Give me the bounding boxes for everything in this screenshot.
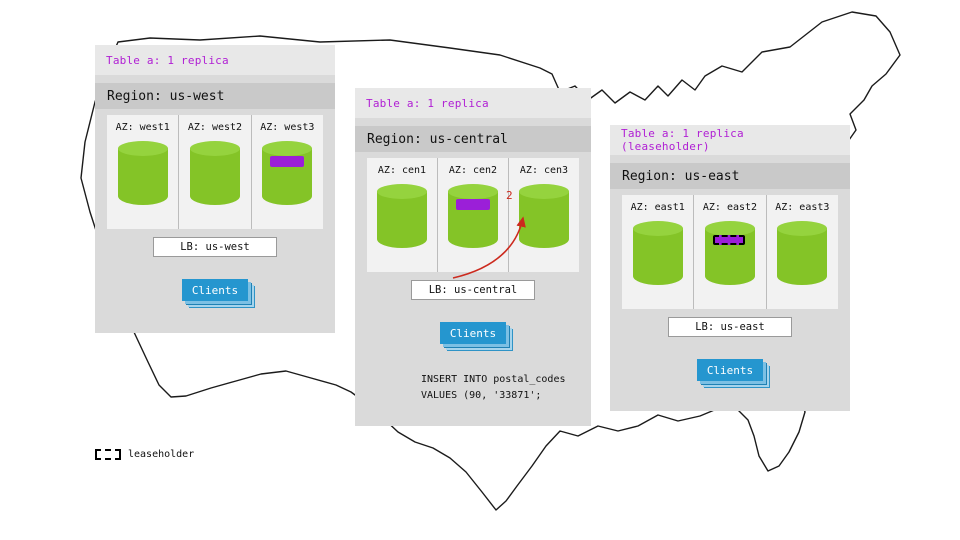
az-label-east2: AZ: east2: [702, 202, 758, 213]
az-label-west2: AZ: west2: [187, 122, 243, 133]
cylinder-top: [117, 141, 168, 156]
cylinder-top: [777, 221, 828, 236]
az-label-cen1: AZ: cen1: [377, 165, 427, 176]
az-cell-west3: AZ: west3: [250, 115, 323, 229]
region-bar-us-west: Region: us-west: [95, 83, 335, 109]
az-cell-cen3: AZ: cen3: [508, 158, 579, 272]
cylinder-body: [377, 191, 427, 248]
clients-box-us-east: Clients: [697, 359, 763, 381]
cylinder-body: [519, 191, 569, 248]
az-row-us-west: AZ: west1 AZ: west2 AZ: west3: [107, 115, 323, 229]
cylinder-top: [189, 141, 240, 156]
cylinder-top: [632, 221, 683, 236]
database-cylinder-west2: [189, 141, 240, 205]
cylinder-body: [189, 148, 240, 205]
az-cell-west2: AZ: west2: [178, 115, 250, 229]
az-cell-cen1: AZ: cen1: [367, 158, 437, 272]
clients-box-us-west: Clients: [182, 279, 248, 301]
panel-us-central-title: Table a: 1 replica: [355, 88, 591, 118]
panel-us-east: Table a: 1 replica (leaseholder) Region:…: [610, 125, 850, 411]
legend: leaseholder: [95, 449, 194, 460]
az-cell-west1: AZ: west1: [107, 115, 178, 229]
az-label-east1: AZ: east1: [630, 202, 685, 213]
az-label-west3: AZ: west3: [260, 122, 315, 133]
sql-line-2: VALUES (90, '33871';: [421, 389, 542, 401]
database-cylinder-east2: [704, 221, 755, 285]
load-balancer-us-east: LB: us-east: [668, 317, 792, 337]
region-bar-us-central: Region: us-central: [355, 126, 591, 152]
panel-us-west: Table a: 1 replica Region: us-west AZ: w…: [95, 45, 335, 333]
az-label-east3: AZ: east3: [775, 202, 830, 213]
az-cell-cen2: AZ: cen2: [437, 158, 508, 272]
az-label-west1: AZ: west1: [115, 122, 170, 133]
cylinder-body: [632, 228, 683, 285]
panel-us-west-title: Table a: 1 replica: [95, 45, 335, 75]
replica-marker-west3: [270, 156, 305, 167]
cylinder-top: [262, 141, 313, 156]
region-bar-us-east: Region: us-east: [610, 163, 850, 189]
az-cell-east3: AZ: east3: [765, 195, 838, 309]
leaseholder-swatch-icon: [95, 449, 121, 460]
cylinder-top: [448, 184, 498, 199]
sql-statement: INSERT INTO postal_codes VALUES (90, '33…: [421, 372, 591, 403]
database-cylinder-cen2: [448, 184, 498, 248]
legend-label: leaseholder: [128, 449, 195, 460]
database-cylinder-east1: [632, 221, 683, 285]
clients-box-us-central: Clients: [440, 322, 506, 344]
database-cylinder-west3: [262, 141, 313, 205]
database-cylinder-west1: [117, 141, 168, 205]
az-label-cen2: AZ: cen2: [448, 165, 498, 176]
sql-line-1: INSERT INTO postal_codes: [421, 374, 566, 385]
database-cylinder-cen3: [519, 184, 569, 248]
cylinder-top: [377, 184, 427, 199]
cylinder-top: [519, 184, 569, 199]
database-cylinder-cen1: [377, 184, 427, 248]
az-cell-east1: AZ: east1: [622, 195, 693, 309]
panel-us-central: Table a: 1 replica Region: us-central AZ…: [355, 88, 591, 426]
az-cell-east2: AZ: east2: [693, 195, 765, 309]
az-row-us-east: AZ: east1 AZ: east2 AZ: east3: [622, 195, 838, 309]
leaseholder-replica-marker-east2: [712, 235, 745, 245]
load-balancer-us-west: LB: us-west: [153, 237, 277, 257]
replica-marker-cen2: [456, 199, 490, 210]
database-cylinder-east3: [777, 221, 828, 285]
panel-us-east-title: Table a: 1 replica (leaseholder): [610, 125, 850, 155]
cylinder-top: [704, 221, 755, 236]
az-label-cen3: AZ: cen3: [519, 165, 569, 176]
arrow-step-label: 2: [506, 189, 513, 202]
az-row-us-central: AZ: cen1 AZ: cen2 AZ: cen3: [367, 158, 579, 272]
cylinder-body: [117, 148, 168, 205]
cylinder-body: [777, 228, 828, 285]
load-balancer-us-central: LB: us-central: [411, 280, 535, 300]
